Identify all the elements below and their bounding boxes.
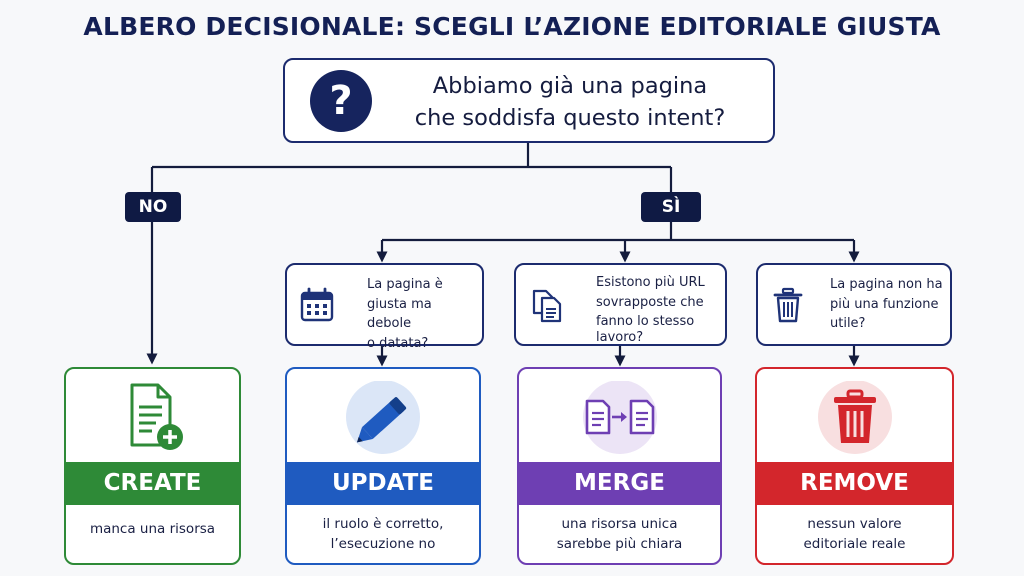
action-label-remove: REMOVE — [757, 462, 952, 505]
description-line: nessun valore — [807, 516, 902, 532]
question-line: fanno lo stesso — [596, 314, 695, 329]
description-line: sarebbe più chiara — [556, 536, 683, 552]
question-text-update: La pagina è giusta ma debole o datata? — [367, 275, 476, 353]
no-branch-label: NO — [125, 192, 181, 222]
root-question-box: ? Abbiamo già una pagina che soddisfa qu… — [283, 58, 775, 143]
question-line: Esistono più URL — [596, 275, 705, 290]
pencil-icon — [346, 381, 420, 454]
question-line: La pagina è — [367, 277, 443, 292]
action-description-merge: una risorsa unica sarebbe più chiara — [523, 514, 716, 554]
action-icon-area — [66, 369, 239, 462]
description-line: una risorsa unica — [561, 516, 678, 532]
action-label-merge: MERGE — [519, 462, 720, 505]
question-line: o datata? — [367, 335, 429, 351]
root-question-line-1: Abbiamo già una pagina — [432, 73, 708, 99]
document-add-icon — [130, 383, 183, 450]
yes-branch-label: SÌ — [641, 192, 701, 222]
action-icon-area — [757, 369, 952, 462]
description-line: manca una risorsa — [89, 521, 216, 537]
action-icon-area — [519, 369, 720, 462]
question-line: utile? — [830, 316, 866, 331]
action-description-remove: nessun valore editoriale reale — [761, 514, 948, 554]
question-box-merge: Esistono più URL sovrapposte che fanno l… — [514, 263, 727, 346]
description-line: il ruolo è corretto, — [322, 516, 444, 532]
action-card-create: CREATE manca una risorsa — [64, 367, 241, 565]
action-description-create: manca una risorsa — [70, 519, 235, 539]
merge-documents-icon — [582, 381, 657, 454]
question-box-update: La pagina è giusta ma debole o datata? — [285, 263, 484, 351]
action-icon-area — [287, 369, 479, 462]
action-label-create: CREATE — [66, 462, 239, 505]
duplicate-pages-icon — [532, 289, 562, 323]
root-question-line-2: che soddisfa questo intent? — [414, 105, 726, 131]
question-line: giusta ma debole — [367, 296, 432, 332]
root-question-text: Abbiamo già una pagina che soddisfa ques… — [385, 70, 755, 134]
action-description-update: il ruolo è corretto, l’esecuzione no — [291, 514, 475, 554]
question-mark-icon: ? — [310, 70, 372, 132]
question-line: La pagina non ha — [830, 277, 943, 292]
description-line: editoriale reale — [803, 536, 906, 552]
action-card-merge: MERGE una risorsa unica sarebbe più chia… — [517, 367, 722, 565]
action-label-update: UPDATE — [287, 462, 479, 505]
diagram-title: ALBERO DECISIONALE: SCEGLI L’AZIONE EDIT… — [83, 12, 941, 41]
question-box-remove: La pagina non ha più una funzione utile? — [756, 263, 952, 346]
question-text-merge: Esistono più URL sovrapposte che fanno l… — [596, 273, 719, 347]
action-card-remove: REMOVE nessun valore editoriale reale — [755, 367, 954, 565]
question-line: lavoro? — [596, 329, 644, 345]
question-text-remove: La pagina non ha più una funzione utile? — [830, 275, 944, 334]
question-line: più una funzione — [830, 296, 939, 312]
calendar-icon — [300, 287, 334, 322]
question-line: sovrapposte che — [596, 294, 704, 310]
trash-icon — [817, 381, 892, 454]
description-line: l’esecuzione no — [330, 536, 436, 552]
action-card-update: UPDATE il ruolo è corretto, l’esecuzione… — [285, 367, 481, 565]
trash-icon — [773, 287, 803, 323]
